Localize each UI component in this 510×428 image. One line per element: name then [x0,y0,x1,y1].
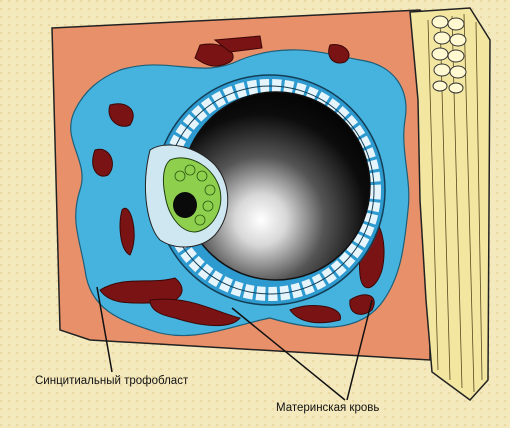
label-maternal-blood: Материнская кровь [276,402,379,414]
label-syncytial-trophoblast: Синцитиальный трофобласт [35,375,188,387]
